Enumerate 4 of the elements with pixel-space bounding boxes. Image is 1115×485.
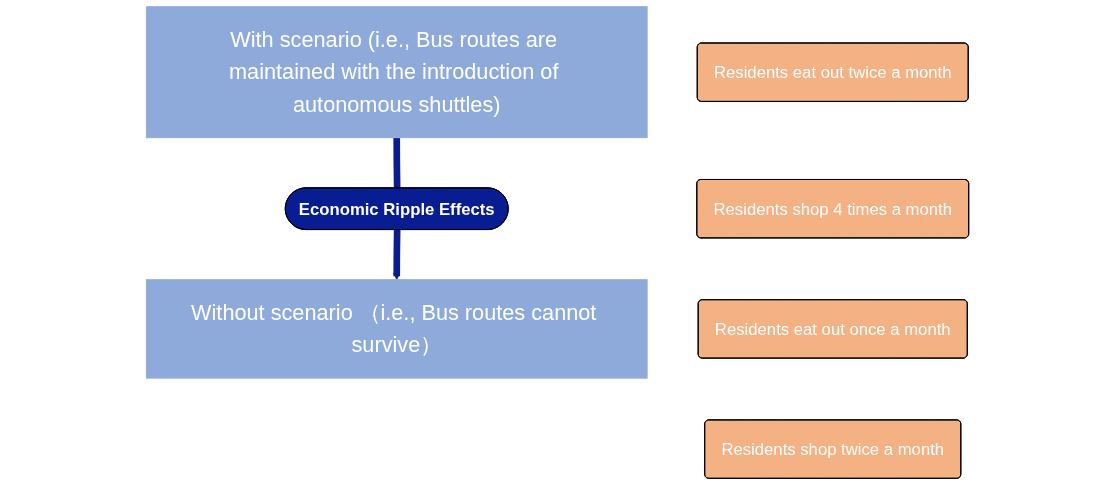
connector <box>393 137 401 189</box>
node-box: Without scenario （i.e., Bus routes cannot survive） <box>145 279 648 379</box>
node-box: With scenario (i.e., Bus routes are maintained with the introduction of autonomous shuttles) <box>145 6 648 139</box>
arrow <box>393 229 401 280</box>
